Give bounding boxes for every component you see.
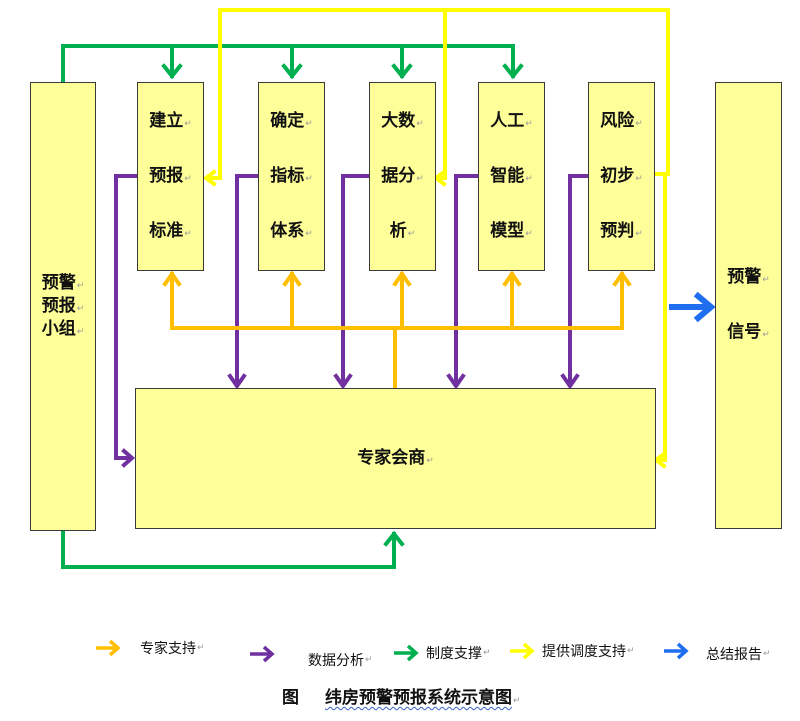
orange-arrowhead-indicators: [282, 270, 302, 287]
arrow-right-icon: [394, 644, 419, 662]
green-arrowhead-consult: [383, 530, 405, 547]
green-top-trunk: [61, 44, 515, 84]
scheduling-support-connectors: [202, 8, 670, 469]
warning-signal-box: 预警↵ 信号↵: [715, 82, 782, 529]
standard-line-1: 建立↵: [149, 111, 192, 131]
indicators-line-1: 确定↵: [270, 111, 313, 131]
ai-line-1: 人工↵: [490, 111, 533, 131]
purple-arrowhead-ai: [446, 373, 466, 390]
legend-item-scheduling-support: 提供调度支持↵: [508, 641, 635, 661]
arrow-right-icon: [664, 642, 689, 660]
bigdata-line-2: 据分↵: [381, 166, 424, 186]
team-line-2: 预报↵: [41, 296, 85, 316]
bigdata-line-3: 析↵: [389, 221, 416, 241]
team-line-3: 小组↵: [41, 319, 85, 339]
purple-from-ai: [454, 174, 480, 386]
orange-arrowhead-risk: [612, 270, 632, 287]
expert-consultation-box: 专家会商↵: [135, 388, 656, 529]
legend-item-expert-support: 专家支持↵: [94, 638, 205, 658]
yellow-drop-bigdata: [435, 8, 447, 180]
warning-team-box: 预警↵ 预报↵ 小组↵: [30, 82, 96, 531]
arrow-right-icon: [250, 645, 275, 663]
figure-caption: 图纬房预警预报系统示意图↵: [282, 688, 521, 708]
yellow-right-drop: [656, 172, 667, 462]
yellow-arrowhead-bigdata: [432, 169, 447, 187]
orange-arrowhead-bigdata: [392, 270, 412, 287]
arrow-right-icon: [510, 642, 535, 660]
legend-label: 提供调度支持: [542, 644, 626, 660]
ai-line-2: 智能↵: [490, 166, 533, 186]
data-analysis-connectors: [114, 174, 590, 468]
summary-report-connector: [669, 291, 716, 323]
purple-arrowhead-indicators: [227, 373, 247, 390]
team-line-1: 预警↵: [41, 273, 85, 293]
purple-from-bigdata: [341, 174, 371, 386]
green-arrowhead-bigdata: [391, 63, 413, 80]
legend-label: 数据分析: [308, 653, 364, 669]
purple-arrowhead-risk: [560, 373, 580, 390]
green-arrowhead-standard: [161, 63, 183, 80]
purple-arrowhead-bigdata: [333, 373, 353, 390]
expert-support-connectors: [162, 270, 632, 390]
legend-item-system-support: 制度支撑↵: [392, 643, 491, 663]
system-support-connectors: [61, 44, 524, 569]
standard-line-3: 标准↵: [149, 221, 192, 241]
yellow-arrowhead-consult: [652, 451, 667, 469]
legend-label: 总结报告: [706, 647, 762, 663]
ai-model-box: 人工↵ 智能↵ 模型↵: [478, 82, 545, 271]
legend-label: 制度支撑: [426, 646, 482, 662]
blue-arrowhead-signal: [693, 291, 716, 323]
build-standard-box: 建立↵ 预报↵ 标准↵: [137, 82, 204, 271]
purple-arrowhead-standard: [121, 448, 136, 468]
green-arrowhead-indicators: [281, 63, 303, 80]
legend-item-data-analysis: 数据分析↵: [248, 638, 373, 670]
standard-line-2: 预报↵: [149, 166, 192, 186]
purple-from-standard: [114, 174, 139, 460]
green-bottom-link: [61, 530, 396, 569]
purple-from-indicators: [235, 174, 260, 386]
legend-item-summary-report: 总结报告↵: [662, 638, 771, 664]
risk-line-1: 风险↵: [600, 111, 643, 131]
risk-line-2: 初步↵: [600, 166, 643, 186]
risk-line-3: 预判↵: [600, 221, 643, 241]
caption-title: 纬房预警预报系统示意图: [325, 688, 512, 708]
indicators-line-2: 指标↵: [270, 166, 313, 186]
consult-label: 专家会商↵: [357, 448, 434, 468]
orange-arrowhead-standard: [162, 270, 182, 287]
purple-from-risk: [568, 174, 590, 386]
signal-line-2: 信号↵: [727, 322, 770, 342]
ai-line-3: 模型↵: [490, 221, 533, 241]
arrow-right-icon: [96, 639, 121, 657]
orange-arrowhead-ai: [502, 270, 522, 287]
risk-prejudge-box: 风险↵ 初步↵ 预判↵: [588, 82, 655, 271]
signal-line-1: 预警↵: [727, 267, 770, 287]
bigdata-analysis-box: 大数↵ 据分↵ 析↵: [369, 82, 436, 271]
bigdata-line-1: 大数↵: [381, 111, 424, 131]
indicator-system-box: 确定↵ 指标↵ 体系↵: [258, 82, 325, 271]
indicators-line-3: 体系↵: [270, 221, 313, 241]
caption-prefix: 图: [282, 688, 299, 708]
green-arrowhead-ai: [502, 63, 524, 80]
legend-label: 专家支持: [140, 641, 196, 657]
